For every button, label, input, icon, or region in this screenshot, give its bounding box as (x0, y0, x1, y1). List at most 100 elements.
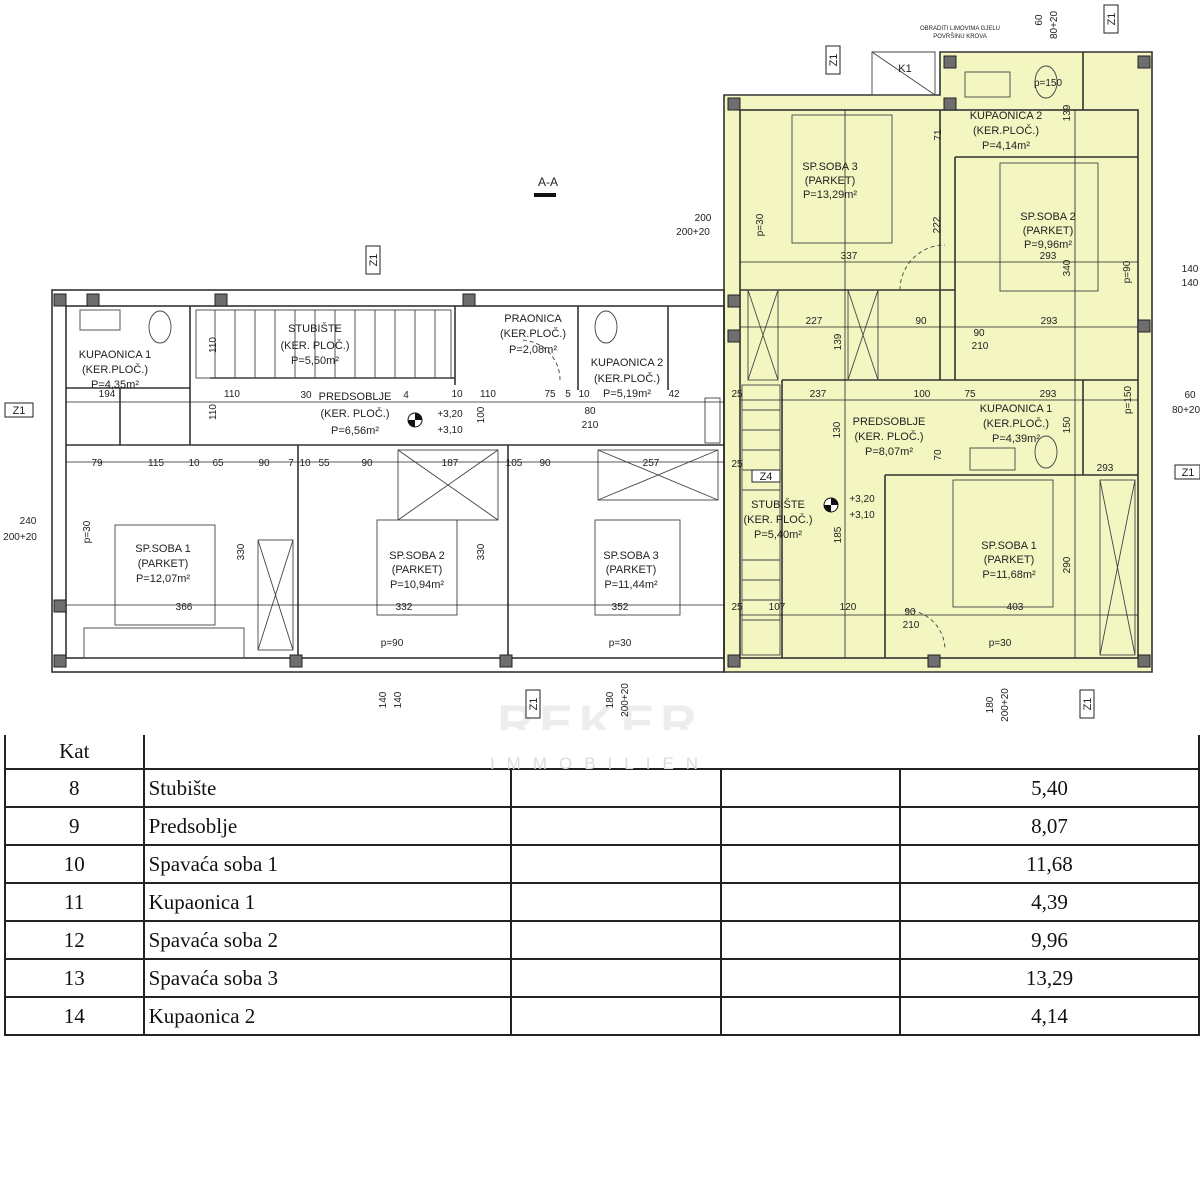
svg-text:Z1: Z1 (1106, 13, 1118, 26)
cell-room-name: Predsoblje (142, 806, 512, 846)
svg-text:P=6,56m²: P=6,56m² (331, 425, 379, 437)
table-row: 8 Stubište 5,40 (4, 768, 1200, 808)
svg-text:130: 130 (832, 421, 843, 438)
svg-text:90: 90 (904, 607, 916, 618)
cell-empty (719, 996, 901, 1036)
svg-text:200: 200 (695, 213, 712, 224)
svg-text:SP.SOBA 2: SP.SOBA 2 (389, 550, 444, 562)
svg-text:80+20: 80+20 (1172, 405, 1200, 416)
room-label-left-praonica: PRAONICA(KER.PLOČ.)P=2,08m² (500, 313, 566, 356)
cell-empty (719, 920, 901, 960)
cell-area: 9,96 (898, 920, 1200, 960)
svg-text:110: 110 (208, 337, 219, 353)
floor-plan: REKER A-A OBRADITI LIMOVIMA GJELU POVRŠI… (3, 4, 1200, 730)
svg-text:+3,20: +3,20 (849, 494, 875, 505)
svg-text:SP.SOBA 1: SP.SOBA 1 (981, 540, 1036, 552)
cell-kat: 9 (4, 806, 145, 846)
roof-note-line1: OBRADITI LIMOVIMA GJELU (920, 26, 1000, 32)
header-merged (142, 735, 1200, 770)
svg-text:139: 139 (1062, 104, 1073, 121)
cell-empty (509, 882, 722, 922)
svg-text:P=11,68m²: P=11,68m² (982, 569, 1036, 581)
svg-text:337: 337 (841, 251, 858, 262)
svg-text:p=30: p=30 (989, 638, 1012, 649)
right-interior-walls (740, 52, 1138, 658)
svg-text:210: 210 (903, 620, 920, 631)
svg-text:80+20: 80+20 (1049, 11, 1060, 40)
svg-text:p=30: p=30 (609, 638, 632, 649)
svg-text:+3,10: +3,10 (849, 510, 875, 521)
svg-text:293: 293 (1097, 463, 1114, 474)
svg-text:(KER.PLOČ.): (KER.PLOČ.) (983, 417, 1049, 430)
svg-text:10: 10 (188, 458, 200, 469)
cell-empty (719, 844, 901, 884)
svg-text:STUBIŠTE: STUBIŠTE (288, 322, 342, 335)
svg-text:71: 71 (933, 129, 944, 141)
svg-text:403: 403 (1007, 602, 1024, 613)
svg-text:P=10,94m²: P=10,94m² (390, 579, 444, 591)
svg-text:STUBIŠTE: STUBIŠTE (751, 498, 805, 511)
cell-kat: 12 (4, 920, 145, 960)
svg-text:75: 75 (964, 389, 976, 400)
svg-text:293: 293 (1041, 316, 1058, 327)
svg-text:p=90: p=90 (1122, 260, 1133, 283)
svg-text:P=2,08m²: P=2,08m² (509, 344, 557, 356)
svg-text:PREDSOBLJE: PREDSOBLJE (853, 416, 926, 428)
cell-area: 4,14 (898, 996, 1200, 1036)
svg-text:140: 140 (1182, 264, 1199, 275)
cell-area: 13,29 (898, 958, 1200, 998)
cell-room-name: Kupaonica 2 (142, 996, 512, 1036)
svg-text:200+20: 200+20 (3, 532, 37, 543)
svg-text:25: 25 (731, 602, 743, 613)
room-label-right-sp-soba-3: SP.SOBA 3(PARKET)P=13,29m² (802, 161, 857, 201)
cell-room-name: Stubište (142, 768, 512, 808)
staircase-right (741, 384, 781, 656)
room-label-right-kupaonica-1: KUPAONICA 1(KER.PLOČ.)P=4,39m² (980, 403, 1053, 445)
cell-room-name: Spavaća soba 2 (142, 920, 512, 960)
roof-note-line2: POVRŠINU KROVA (933, 33, 987, 40)
svg-text:Z4: Z4 (760, 471, 773, 483)
structural-pillars (53, 55, 1151, 668)
svg-text:(KER.PLOČ.): (KER.PLOČ.) (594, 372, 660, 385)
svg-text:(PARKET): (PARKET) (1023, 225, 1074, 237)
svg-text:(PARKET): (PARKET) (606, 564, 657, 576)
room-label-left-stubiste: STUBIŠTE(KER. PLOČ.)P=5,50m² (280, 322, 349, 367)
svg-text:140: 140 (393, 691, 404, 708)
svg-text:P=12,07m²: P=12,07m² (136, 573, 190, 585)
svg-text:Z1: Z1 (528, 698, 540, 711)
svg-text:293: 293 (1040, 389, 1057, 400)
svg-text:KUPAONICA 1: KUPAONICA 1 (79, 349, 152, 361)
cell-empty (719, 958, 901, 998)
svg-text:79: 79 (91, 458, 103, 469)
section-marker-arrow (534, 193, 556, 197)
svg-text:237: 237 (810, 389, 827, 400)
cell-room-name: Kupaonica 1 (142, 882, 512, 922)
room-label-left-kupaonica-1: KUPAONICA 1(KER.PLOČ.)P=4,35m² (79, 349, 152, 391)
svg-text:PRAONICA: PRAONICA (504, 313, 562, 325)
svg-text:180: 180 (605, 691, 616, 708)
svg-text:25: 25 (731, 459, 743, 470)
svg-text:(KER.PLOČ.): (KER.PLOČ.) (973, 124, 1039, 137)
svg-text:P=4,39m²: P=4,39m² (992, 433, 1040, 445)
svg-text:200+20: 200+20 (1000, 688, 1011, 722)
svg-text:P=11,44m²: P=11,44m² (604, 579, 658, 591)
cell-empty (509, 958, 722, 998)
svg-text:SP.SOBA 1: SP.SOBA 1 (135, 543, 190, 555)
elevation-marks: +3,20+3,10 +3,20+3,10 (407, 409, 875, 521)
svg-text:KUPAONICA 2: KUPAONICA 2 (970, 110, 1043, 122)
svg-text:65: 65 (212, 458, 224, 469)
svg-text:p=30: p=30 (82, 520, 93, 543)
svg-text:Z1: Z1 (1082, 698, 1094, 711)
svg-text:60: 60 (1184, 390, 1196, 401)
svg-text:42: 42 (668, 389, 680, 400)
room-label-right-predsoblje: PREDSOBLJE(KER. PLOČ.)P=8,07m² (853, 416, 926, 458)
svg-text:100: 100 (476, 406, 487, 423)
svg-text:(KER. PLOČ.): (KER. PLOČ.) (320, 407, 389, 420)
svg-text:110: 110 (208, 404, 219, 420)
table-row: 13 Spavaća soba 3 13,29 (4, 958, 1200, 998)
svg-text:(KER. PLOČ.): (KER. PLOČ.) (280, 339, 349, 352)
svg-text:290: 290 (1062, 556, 1073, 573)
svg-text:90: 90 (361, 458, 373, 469)
svg-text:120: 120 (840, 602, 857, 613)
